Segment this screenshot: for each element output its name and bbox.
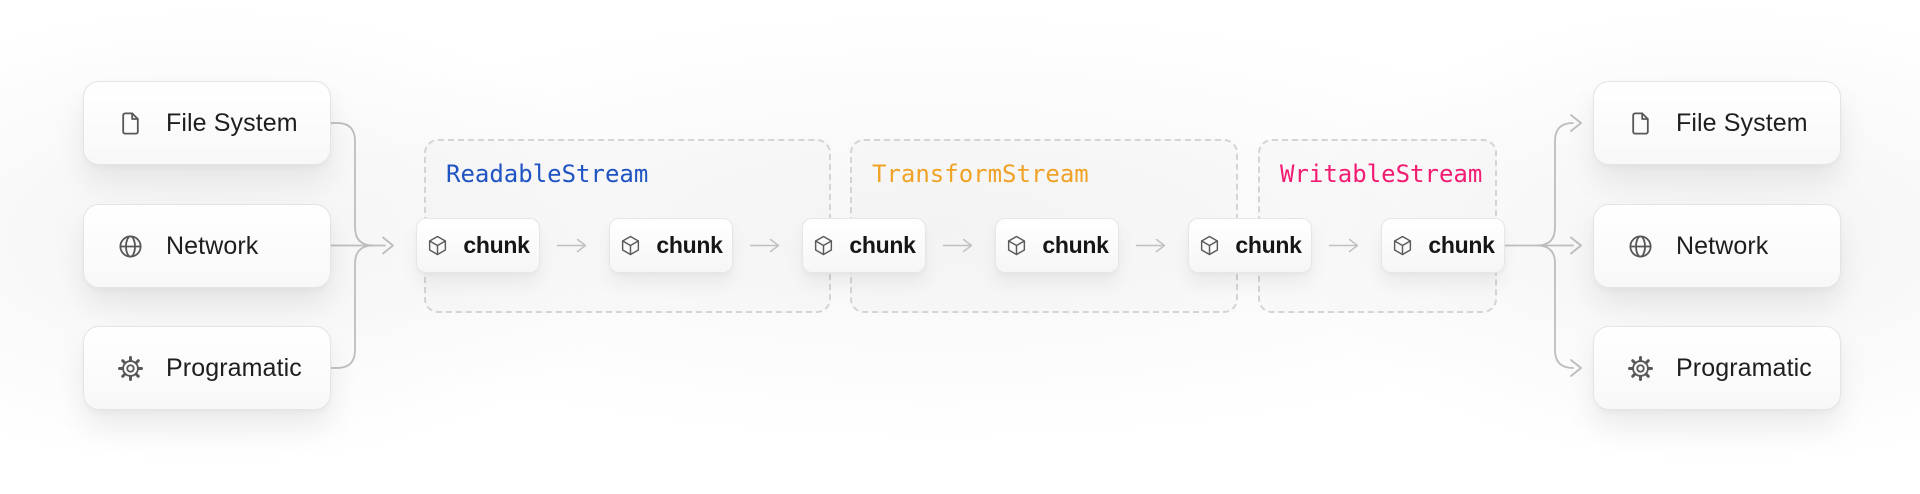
chunk-label: chunk — [656, 232, 723, 258]
split-line-file-system — [1536, 122, 1574, 247]
writable-stream-label: WritableStream — [1280, 160, 1483, 188]
merge-line-file-system — [329, 122, 374, 247]
cube-icon — [619, 234, 642, 257]
source-label: Programatic — [166, 353, 302, 382]
gear-icon — [1627, 355, 1654, 382]
globe-icon — [117, 233, 144, 260]
chunk-box: chunk — [416, 218, 540, 273]
destination-label: Programatic — [1676, 353, 1812, 382]
chunk-label: chunk — [849, 232, 916, 258]
chunk-arrow — [749, 238, 780, 253]
source-label: File System — [166, 108, 298, 137]
chunk-label: chunk — [1042, 232, 1109, 258]
merge-arrowhead — [382, 236, 394, 255]
source-programatic: Programatic — [83, 326, 331, 410]
transform-stream-label: TransformStream — [872, 160, 1089, 188]
chunk-box: chunk — [995, 218, 1119, 273]
chunk-arrow — [556, 238, 587, 253]
merge-line-programatic — [329, 244, 374, 369]
chunk-box: chunk — [802, 218, 926, 273]
chunk-arrow — [1135, 238, 1166, 253]
source-file-system: File System — [83, 81, 331, 165]
chunk-box: chunk — [1188, 218, 1312, 273]
chunk-label: chunk — [1235, 232, 1302, 258]
cube-icon — [1005, 234, 1028, 257]
split-arrowhead-programatic — [1570, 359, 1582, 377]
cube-icon — [1198, 234, 1221, 257]
destination-label: File System — [1676, 108, 1808, 137]
chunk-box: chunk — [609, 218, 733, 273]
split-line-programatic — [1536, 244, 1574, 369]
chunk-box: chunk — [1381, 218, 1505, 273]
file-icon — [117, 110, 144, 137]
chunk-label: chunk — [1428, 232, 1495, 258]
cube-icon — [426, 234, 449, 257]
globe-icon — [1627, 233, 1654, 260]
cube-icon — [812, 234, 835, 257]
writable-stream-container: WritableStream — [1258, 139, 1497, 313]
chunk-arrow — [942, 238, 973, 253]
destination-label: Network — [1676, 231, 1769, 260]
cube-icon — [1391, 234, 1414, 257]
destination-programatic: Programatic — [1593, 326, 1841, 410]
gear-icon — [117, 355, 144, 382]
chunk-label: chunk — [463, 232, 530, 258]
destination-file-system: File System — [1593, 81, 1841, 165]
source-network: Network — [83, 204, 331, 288]
source-label: Network — [166, 231, 259, 260]
readable-stream-label: ReadableStream — [446, 160, 649, 188]
destination-network: Network — [1593, 204, 1841, 288]
file-icon — [1627, 110, 1654, 137]
chunk-arrow — [1328, 238, 1359, 253]
split-arrowhead-file-system — [1570, 114, 1582, 132]
split-arrowhead-network — [1570, 236, 1582, 255]
